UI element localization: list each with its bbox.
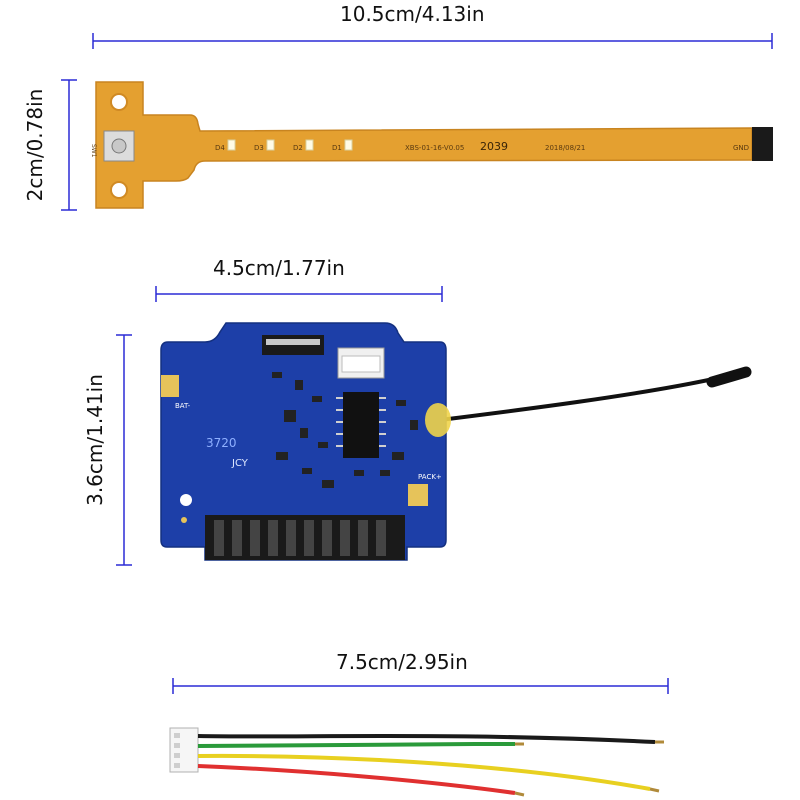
led-label-d4: D4 (215, 144, 225, 152)
wire-length-label: 7.5cm/2.95in (336, 650, 468, 674)
pcb-pack-label: PACK+ (418, 473, 442, 481)
led-label-d2: D2 (293, 144, 303, 152)
led-d3 (266, 139, 275, 151)
led-d1 (344, 139, 353, 151)
flex-cable: SW1 D4 D3 D2 D1 XBS-01-16-V0.05 2039 201… (90, 81, 773, 209)
pcb-brand: JCY (231, 458, 249, 469)
switch-label: SW1 (90, 144, 97, 158)
part-number: XBS-01-16-V0.05 (405, 144, 464, 152)
flex-width-label: 10.5cm/4.13in (340, 2, 485, 26)
wire-harness (169, 727, 664, 797)
led-label-d1: D1 (332, 144, 342, 152)
pcb-bat-label: BAT- (175, 402, 191, 410)
board-width-label: 4.5cm/1.77in (213, 256, 345, 280)
led-d4 (227, 139, 236, 151)
flex-end-label: GND (733, 144, 749, 152)
dimension-lines (61, 33, 773, 694)
led-d2 (305, 139, 314, 151)
flex-date: 2018/08/21 (545, 144, 585, 152)
flex-code: 2039 (480, 140, 508, 153)
pcb-code: 3720 (206, 436, 237, 450)
led-label-d3: D3 (254, 144, 264, 152)
pcb-board: BAT- PACK+ 3720 JCY (160, 322, 752, 561)
